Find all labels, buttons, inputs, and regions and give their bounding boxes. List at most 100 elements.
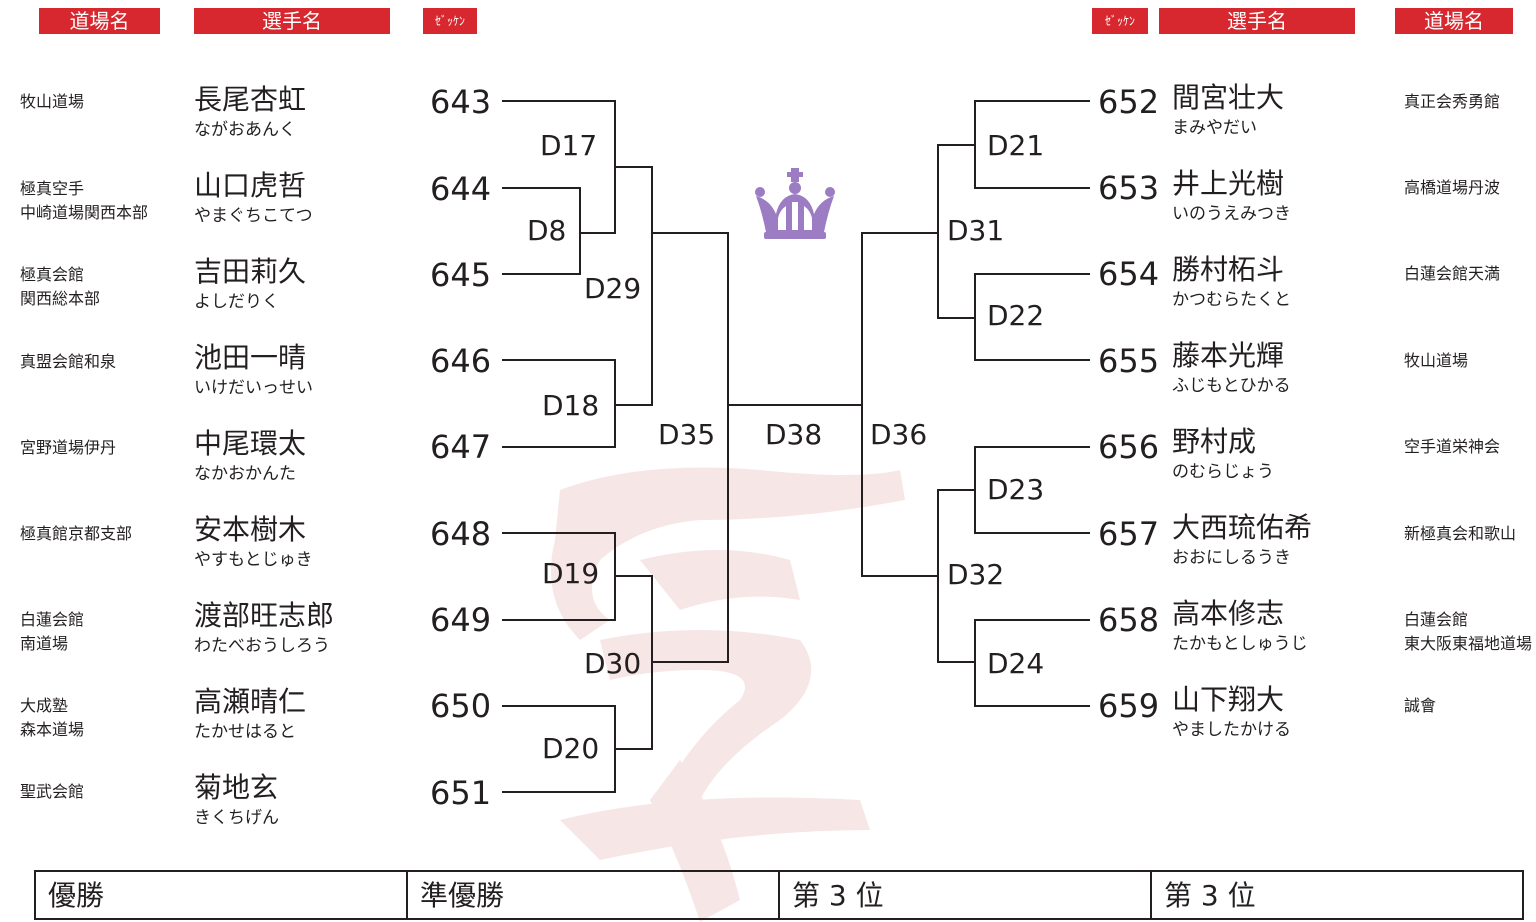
dojo-name: 白蓮会館南道場 xyxy=(20,610,85,653)
match-label-d22: D22 xyxy=(987,299,1045,332)
header-dojo-right: 道場名 xyxy=(1395,8,1513,34)
player-name: 菊地玄 xyxy=(194,771,279,804)
player-kana: なかおかんた xyxy=(194,464,296,484)
bib-number: 657 xyxy=(1098,515,1160,553)
player-name: 渡部旺志郎 xyxy=(194,599,335,632)
bracket-line-d18 xyxy=(502,359,616,448)
player-name: 藤本光輝 xyxy=(1172,339,1285,372)
player-name: 間宮壮大 xyxy=(1172,81,1285,114)
result-third-place: 第 3 位 xyxy=(1164,879,1256,912)
bib-number: 656 xyxy=(1098,428,1160,466)
match-label-d8: D8 xyxy=(527,214,567,247)
result-third-place: 第 3 位 xyxy=(780,872,1152,918)
match-label-d32: D32 xyxy=(947,558,1005,591)
player-name: 高瀬晴仁 xyxy=(194,685,307,718)
match-label-d21: D21 xyxy=(987,129,1045,162)
bib-number: 652 xyxy=(1098,83,1160,121)
player-kana: いのうえみつき xyxy=(1172,204,1291,224)
dojo-name: 新極真会和歌山 xyxy=(1404,524,1517,543)
dojo-name: 誠會 xyxy=(1404,696,1437,715)
player-kana: かつむらたくと xyxy=(1172,290,1291,310)
bib-number: 644 xyxy=(430,170,492,208)
dojo-name: 牧山道場 xyxy=(1404,351,1469,370)
match-label-d31: D31 xyxy=(947,214,1005,247)
match-label-d29: D29 xyxy=(584,272,642,305)
bib-number: 651 xyxy=(430,774,492,812)
match-label-d23: D23 xyxy=(987,473,1045,506)
player-name: 大西琉佑希 xyxy=(1172,511,1313,544)
dojo-name: 極真空手中崎道場関西本部 xyxy=(20,179,149,222)
player-name: 高本修志 xyxy=(1172,597,1285,630)
header-bib-left: ｾﾞｯｹﾝ xyxy=(423,8,477,34)
dojo-name: 真盟会館和泉 xyxy=(20,352,117,371)
player-name: 池田一晴 xyxy=(194,341,307,374)
header-dojo-left: 道場名 xyxy=(39,8,160,34)
match-label-d17: D17 xyxy=(540,129,598,162)
player-kana: きくちげん xyxy=(194,808,279,828)
player-name: 勝村柘斗 xyxy=(1172,253,1285,286)
player-kana: やましたかける xyxy=(1172,720,1291,740)
player-name: 野村成 xyxy=(1172,425,1257,458)
player-name: 井上光樹 xyxy=(1172,167,1285,200)
bracket-line-d35 xyxy=(652,232,729,663)
player-kana: おおにしるうき xyxy=(1172,548,1291,568)
bib-number: 659 xyxy=(1098,687,1160,725)
player-kana: よしだりく xyxy=(194,292,279,312)
result-runner-up: 準優勝 xyxy=(408,872,780,918)
bib-number: 654 xyxy=(1098,255,1160,293)
player-name: 山口虎哲 xyxy=(194,169,307,202)
player-name: 中尾環太 xyxy=(194,427,307,460)
header-player-left: 選手名 xyxy=(194,8,390,34)
bib-number: 648 xyxy=(430,515,492,553)
bib-number: 647 xyxy=(430,428,492,466)
bib-number: 649 xyxy=(430,601,492,639)
player-name: 安本樹木 xyxy=(194,513,307,546)
dojo-name: 白蓮会館天満 xyxy=(1404,264,1501,283)
bracket-line-d8 xyxy=(502,187,581,275)
dojo-name: 牧山道場 xyxy=(20,92,85,111)
crown-icon xyxy=(755,168,835,239)
match-label-d38: D38 xyxy=(765,418,823,451)
player-kana: いけだいっせい xyxy=(194,378,313,398)
bib-number: 643 xyxy=(430,83,492,121)
dojo-name: 大成塾森本道場 xyxy=(20,696,85,739)
player-kana: わたべおうしろう xyxy=(194,636,330,656)
player-kana: たかもとしゅうじ xyxy=(1172,634,1308,654)
bracket-line-d29 xyxy=(615,166,653,406)
player-kana: ながおあんく xyxy=(194,120,296,140)
bib-number: 658 xyxy=(1098,601,1160,639)
match-label-d30: D30 xyxy=(584,647,642,680)
player-kana: ふじもとひかる xyxy=(1172,376,1291,396)
player-kana: たかせはると xyxy=(194,722,296,742)
player-kana: やすもとじゅき xyxy=(194,550,313,570)
player-name: 山下翔大 xyxy=(1172,683,1285,716)
bib-number: 646 xyxy=(430,342,492,380)
match-label-d18: D18 xyxy=(542,389,600,422)
dojo-name: 空手道栄神会 xyxy=(1404,437,1501,456)
bib-number: 653 xyxy=(1098,169,1160,207)
dojo-name: 聖武会館 xyxy=(20,782,85,801)
match-label-d19: D19 xyxy=(542,557,600,590)
bracket-line-d31 xyxy=(937,144,975,319)
bib-number: 655 xyxy=(1098,342,1160,380)
player-kana: やまぐちこてつ xyxy=(194,206,313,226)
dojo-name: 極真館京都支部 xyxy=(20,524,133,543)
header-bib-right: ｾﾞｯｹﾝ xyxy=(1092,8,1148,34)
dojo-name: 真正会秀勇館 xyxy=(1404,92,1501,111)
player-kana: のむらじょう xyxy=(1172,462,1274,482)
bib-number: 645 xyxy=(430,256,492,294)
results-table: 優勝 準優勝 第 3 位 第 3 位 xyxy=(34,870,1524,920)
match-label-d24: D24 xyxy=(987,647,1045,680)
dojo-name: 白蓮会館東大阪東福地道場 xyxy=(1404,610,1533,653)
match-label-d36: D36 xyxy=(870,418,928,451)
player-name: 吉田莉久 xyxy=(194,255,307,288)
bracket-line-d36 xyxy=(861,232,938,577)
match-label-d20: D20 xyxy=(542,732,600,765)
header-player-right: 選手名 xyxy=(1159,8,1355,34)
result-champion: 優勝 xyxy=(36,872,408,918)
match-label-d35: D35 xyxy=(658,418,716,451)
player-kana: まみやだい xyxy=(1172,118,1257,138)
bib-number: 650 xyxy=(430,687,492,725)
dojo-name: 高橋道場丹波 xyxy=(1404,178,1501,197)
